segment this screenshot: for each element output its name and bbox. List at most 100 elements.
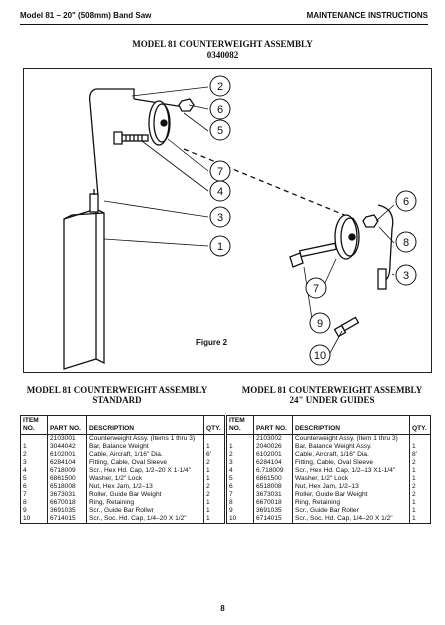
cell-item: 6 [226, 483, 254, 491]
svg-text:9: 9 [317, 318, 323, 330]
assembly-number: 0340082 [206, 50, 239, 60]
cell-item: 5 [20, 475, 48, 483]
svg-text:10: 10 [314, 350, 326, 362]
page-title: MODEL 81 COUNTERWEIGHT ASSEMBLY [132, 39, 313, 49]
svg-text:6: 6 [403, 196, 409, 208]
left-section-line1: MODEL 81 COUNTERWEIGHT ASSEMBLY [26, 385, 208, 395]
cell-part: 2103001 [47, 434, 87, 443]
svg-text:7: 7 [217, 166, 223, 178]
cell-item: 10 [226, 515, 254, 524]
col-qty: QTY. [203, 415, 225, 435]
cell-qty: 1 [203, 499, 225, 507]
cell-item: 8 [226, 499, 254, 507]
cell-part: 6518008 [47, 483, 87, 491]
cell-desc: Cable, Aircraft, 1/16" Dia. [292, 451, 410, 459]
cell-item: 7 [226, 491, 254, 499]
header-section-label: MAINTENANCE INSTRUCTIONS [306, 11, 428, 20]
cell-qty: 1 [409, 507, 431, 515]
cell-item [20, 434, 48, 443]
cell-desc: Scr., Hex Hd. Cap, 1/2–13 X1-1/4" [292, 467, 410, 475]
cell-desc: Counterweight Assy. (Item 1 thru 3) [292, 434, 410, 443]
cell-qty: 1 [203, 467, 225, 475]
cell-part: 6861500 [47, 475, 87, 483]
cell-desc: Scr., Guide Bar Rollwr [86, 507, 204, 515]
cell-qty: 2 [409, 459, 431, 467]
svg-text:7: 7 [313, 283, 319, 295]
cell-qty: 8' [409, 451, 431, 459]
col-desc: DESCRIPTION [86, 415, 204, 435]
cell-qty: 2 [203, 491, 225, 499]
cell-desc: Fitting, Cable, Oval Sleeve [292, 459, 410, 467]
col-desc: DESCRIPTION [292, 415, 410, 435]
cell-desc: Nut, Hex Jam, 1/2–13 [292, 483, 410, 491]
cell-part: 3673031 [253, 491, 293, 499]
cell-item: 6 [20, 483, 48, 491]
cell-part: 6714015 [47, 515, 87, 524]
cell-desc: Ring, Retaining [86, 499, 204, 507]
cell-desc: Counterweight Assy. (Items 1 thru 3) [86, 434, 204, 443]
bolt-upper [113, 131, 149, 145]
page-header: Model 81 – 20" (508mm) Band Saw MAINTENA… [20, 10, 428, 25]
cable-dashed [183, 148, 355, 220]
cell-desc: Fitting, Cable, Oval Sleeve [86, 459, 204, 467]
cell-item: 7 [20, 491, 48, 499]
cell-item: 4 [226, 467, 254, 475]
nut-lower [362, 214, 379, 228]
cell-desc: Ring, Retaining [292, 499, 410, 507]
col-item: ITEM NO. [20, 415, 48, 435]
cell-part: 6.718009 [253, 467, 293, 475]
cell-desc: Scr., Hex Hd. Cap, 1/2–20 X 1-1/4" [86, 467, 204, 475]
cell-desc: Scr., Soc. Hd. Cap, 1/4–20 X 1/2" [86, 515, 204, 524]
page-number: 8 [220, 604, 225, 613]
cell-desc: Scr., Guide Bar Roller [292, 507, 410, 515]
svg-text:5: 5 [217, 125, 223, 137]
cell-part: 3673031 [47, 491, 87, 499]
right-section-line2: 24" UNDER GUIDES [289, 395, 375, 405]
cell-qty: 1 [203, 443, 225, 451]
cell-qty: 2 [409, 483, 431, 491]
left-section-line2: STANDARD [92, 395, 142, 405]
cell-desc: Washer, 1/2" Lock [292, 475, 410, 483]
cell-qty: 1 [409, 515, 431, 524]
socket-screw [333, 316, 360, 338]
cable-right [377, 204, 394, 282]
cell-item [226, 434, 254, 443]
cell-part: 2040026 [253, 443, 293, 451]
cell-part: 6102001 [253, 451, 293, 459]
nut-upper [178, 98, 195, 112]
cell-part: 2103002 [253, 434, 293, 443]
svg-text:8: 8 [403, 237, 409, 249]
cell-qty: 1 [203, 515, 225, 524]
roller-lower [334, 214, 358, 260]
cable-fitting-left [89, 193, 99, 213]
cell-item: 9 [226, 507, 254, 515]
cell-item: 9 [20, 507, 48, 515]
cell-part: 6714015 [253, 515, 293, 524]
cell-item: 4 [20, 467, 48, 475]
cell-qty: 1 [409, 467, 431, 475]
cell-qty [409, 434, 431, 443]
cell-desc: Scr., Soc. Hd. Cap, 1/4–20 X 1/2" [292, 515, 410, 524]
bolt-lower [289, 242, 338, 268]
cell-qty [203, 434, 225, 443]
cable-hook-top [96, 88, 135, 99]
cell-part: 6670018 [253, 499, 293, 507]
svg-text:1: 1 [217, 241, 223, 253]
svg-text:2: 2 [217, 81, 223, 93]
svg-text:3: 3 [403, 270, 409, 282]
right-section-line1: MODEL 81 COUNTERWEIGHT ASSEMBLY [241, 385, 423, 395]
